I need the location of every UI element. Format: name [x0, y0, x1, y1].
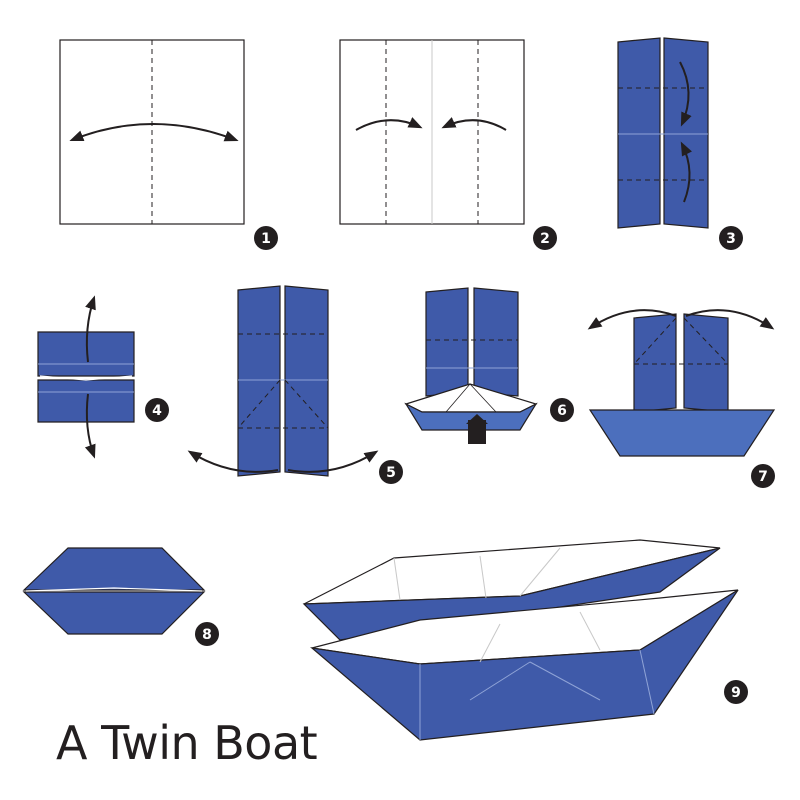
- step-number-3: 3: [726, 231, 736, 247]
- step-number-1: 1: [261, 231, 271, 247]
- step-8-diagram: [22, 547, 206, 635]
- step-4-diagram: [37, 295, 135, 459]
- step-1-diagram: [59, 39, 245, 225]
- step-badge-2: 2: [533, 226, 557, 250]
- step-badge-7: 7: [751, 464, 775, 488]
- step-2-diagram: [339, 39, 525, 225]
- step-3-diagram: [617, 37, 709, 229]
- step-badge-1: 1: [254, 226, 278, 250]
- step-5-diagram: [187, 285, 379, 477]
- step-badge-3: 3: [719, 226, 743, 250]
- step-number-8: 8: [202, 627, 212, 643]
- step-badge-8: 8: [195, 622, 219, 646]
- step-badge-9: 9: [724, 680, 748, 704]
- step-6-diagram: [404, 287, 538, 444]
- step-number-7: 7: [758, 469, 768, 485]
- step-badge-6: 6: [550, 398, 574, 422]
- step-number-5: 5: [386, 465, 396, 481]
- step-9-diagram: [302, 539, 739, 741]
- step-badge-4: 4: [145, 398, 169, 422]
- diagram-title: A Twin Boat: [56, 716, 318, 770]
- step-badge-5: 5: [379, 460, 403, 484]
- step-7-diagram: [587, 309, 776, 457]
- step-number-4: 4: [152, 403, 162, 419]
- step-number-6: 6: [557, 403, 567, 419]
- step-number-9: 9: [731, 685, 741, 701]
- step-number-2: 2: [540, 231, 550, 247]
